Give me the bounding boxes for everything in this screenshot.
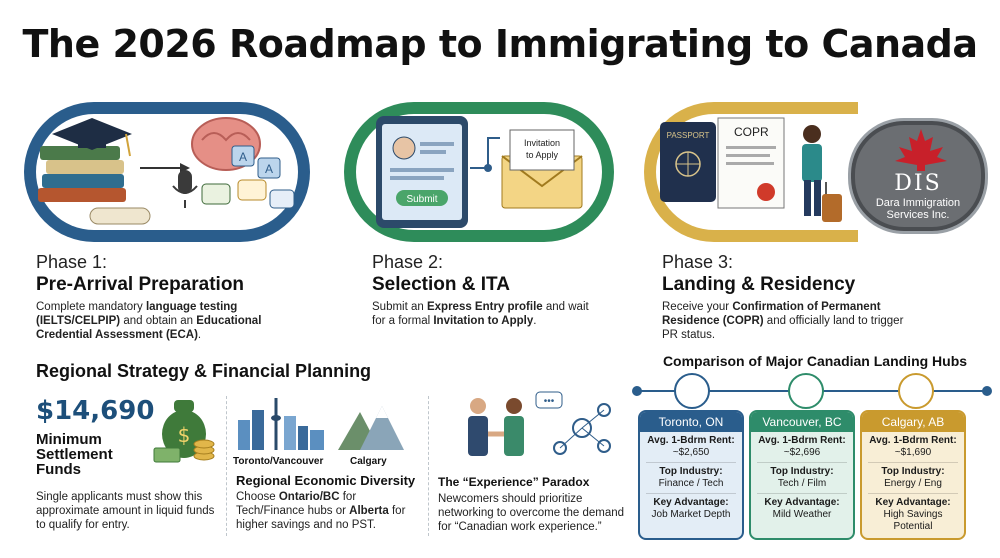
city-skyline-icon — [238, 398, 324, 450]
phase-desc: Submit an Express Entry profile and wait… — [372, 301, 589, 327]
timeline-dot — [982, 386, 992, 396]
passport-label: PASSPORT — [667, 131, 710, 140]
city-name: Vancouver, BC — [751, 412, 853, 432]
city-stat: Top Industry:Finance / Tech — [658, 466, 724, 489]
svg-text:A: A — [239, 150, 247, 164]
city-caption: Calgary — [350, 456, 387, 467]
settlement-desc: Single applicants must show this approxi… — [36, 491, 215, 531]
phase-desc: Receive your Confirmation of Permanent R… — [662, 301, 904, 341]
diversity-desc: Choose Ontario/BC for Tech/Finance hubs … — [236, 491, 406, 531]
express-entry-illustration: Submit Invitation to Apply — [376, 116, 583, 228]
maple-leaf-icon — [895, 129, 947, 171]
city-stat: Key Advantage:High Savings Potential — [875, 497, 951, 532]
copr-label: COPR — [734, 125, 769, 139]
networking-illustration: ••• — [468, 391, 611, 456]
city-stat: Avg. 1-Bdrm Rent:~$2,696 — [758, 435, 846, 458]
landing-illustration: PASSPORT COPR — [660, 117, 842, 222]
city-stat: Top Industry:Tech / Film — [770, 466, 834, 489]
city-stat: Top Industry:Energy / Eng — [881, 466, 945, 489]
divider — [226, 396, 227, 536]
page-title: The 2026 Roadmap to Immigrating to Canad… — [22, 22, 978, 66]
svg-text:to Apply: to Apply — [526, 150, 559, 160]
phase-name: Pre-Arrival Preparation — [36, 274, 245, 295]
phase-3: Phase 3: Landing & Residency Receive you… — [662, 252, 912, 342]
city-caption: Toronto/Vancouver — [233, 456, 324, 467]
phase-number: Phase 1: — [36, 252, 108, 272]
money-bag-icon: $ — [153, 400, 215, 463]
diversity-title: Regional Economic Diversity — [236, 473, 416, 488]
city-stat: Key Advantage:Job Market Depth — [651, 497, 731, 520]
phase-1: Phase 1: Pre-Arrival Preparation Complet… — [36, 252, 306, 342]
settlement-amount: $14,690 — [36, 396, 155, 426]
svg-text:•••: ••• — [544, 396, 555, 407]
svg-text:Invitation: Invitation — [524, 138, 560, 148]
timeline-dot — [632, 386, 642, 396]
city-name: Toronto, ON — [640, 412, 742, 432]
svg-text:$: $ — [178, 423, 191, 447]
vancouver-icon — [788, 373, 824, 409]
section-title: Regional Strategy & Financial Planning — [36, 361, 372, 381]
phase-name: Selection & ITA — [372, 274, 510, 295]
education-illustration: A A — [38, 117, 295, 225]
city-name: Calgary, AB — [862, 412, 964, 432]
phase-number: Phase 2: — [372, 252, 444, 272]
city-stat: Avg. 1-Bdrm Rent:~$1,690 — [869, 435, 957, 458]
city-stat: Avg. 1-Bdrm Rent:~$2,650 — [647, 435, 735, 458]
phase-number: Phase 3: — [662, 252, 734, 272]
settlement-label: Minimum Settlement Funds — [36, 431, 113, 478]
experience-desc: Newcomers should prioritize networking t… — [438, 493, 625, 533]
experience-title: The “Experience” Paradox — [438, 475, 590, 489]
phase-name: Landing & Residency — [662, 274, 856, 295]
toronto-icon — [674, 373, 710, 409]
phase-desc: Complete mandatory language testing (IEL… — [36, 301, 262, 341]
submit-button-label: Submit — [406, 194, 437, 205]
phase-2: Phase 2: Selection & ITA Submit an Expre… — [372, 252, 592, 328]
mountain-icon — [338, 406, 404, 450]
comparison-title: Comparison of Major Canadian Landing Hub… — [662, 353, 968, 369]
calgary-icon — [898, 373, 934, 409]
logo-abbr: DIS — [894, 171, 942, 196]
city-stat: Key Advantage:Mild Weather — [764, 497, 840, 520]
divider — [428, 396, 429, 536]
svg-text:A: A — [265, 162, 273, 176]
